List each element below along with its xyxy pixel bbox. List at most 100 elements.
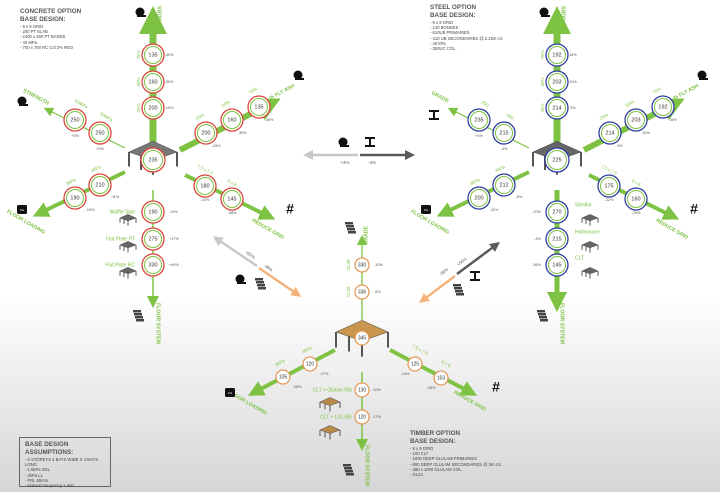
node-ring <box>545 70 569 94</box>
node-ring <box>545 253 569 277</box>
node-ring <box>140 147 166 173</box>
grid-icon: # <box>286 201 294 217</box>
option-label: 6 x 6 <box>631 178 642 187</box>
node-ring <box>354 382 370 398</box>
option-label: 50% <box>625 99 635 108</box>
node-ring <box>141 200 165 224</box>
node-value: 120 <box>358 414 367 420</box>
note-line: - FRL 60mm <box>25 477 49 483</box>
node-value: 145 <box>227 196 236 202</box>
mixer-base <box>19 104 28 106</box>
option-label: 3kPa <box>469 177 481 186</box>
option-label: 4kPa <box>90 164 102 173</box>
node-value: 120 <box>306 361 315 367</box>
option-label: CLT <box>575 255 584 261</box>
steel-beam-icon <box>365 137 375 147</box>
node-value: 160 <box>631 196 640 202</box>
note-line: - Natural Frequency > 4Hz <box>25 483 75 489</box>
option-label: 75% <box>136 50 141 59</box>
note-line: - 610UB PRIMARIES <box>430 30 470 36</box>
floor-system-icon <box>540 319 548 322</box>
grid-icon: # <box>492 379 500 395</box>
node-ring <box>651 95 675 119</box>
note-line: - 6 STOREYS 4 BAYS WIDE X 4 BAYS LONG <box>25 457 99 468</box>
percent-change: -15% <box>165 106 174 110</box>
node-ring <box>247 95 271 119</box>
timber-floor-pavilion-icon <box>319 425 341 434</box>
node-ring <box>354 284 370 300</box>
node-value: 214 <box>605 130 614 136</box>
option-label: 7.5 x 7.5 <box>196 163 214 176</box>
floor-system-icon <box>134 313 142 316</box>
node-value: 135 <box>148 52 157 58</box>
option-label: 3kPa <box>65 177 77 186</box>
percent-change: 10% <box>569 80 577 84</box>
branch-title: REDUCE GRID <box>655 218 690 241</box>
concrete-base-design: CONCRETE OPTION BASE DESIGN: - 9 x 9 GRI… <box>20 8 81 50</box>
note-line: - 350UC COL. <box>430 46 457 52</box>
grid-icon: # <box>690 201 698 217</box>
node-ring <box>220 187 244 211</box>
node-value: 130 <box>358 387 367 393</box>
concrete-mixer-icon <box>697 70 707 80</box>
node-value: 215 <box>552 236 561 242</box>
option-label: 50% <box>136 77 141 86</box>
node-ring <box>624 187 648 211</box>
percent-change: -20% <box>532 210 541 214</box>
node-inner-ring <box>250 98 268 116</box>
note-line: - 700 x 700 RC Col 2% REO <box>20 44 74 50</box>
floor-system-icon <box>539 316 547 319</box>
node-ring <box>467 186 491 210</box>
node-value: 190 <box>70 195 79 201</box>
node-value: 180 <box>200 183 209 189</box>
percent-change: -30% <box>165 80 174 84</box>
concrete-title: CONCRETE OPTION <box>20 8 82 15</box>
node-ring <box>193 174 217 198</box>
steel-subtitle: BASE DESIGN: <box>430 12 476 19</box>
note-line: - 1.5kPa SDL <box>25 467 50 473</box>
node-value: 235 <box>148 157 157 163</box>
node-value: 235 <box>474 117 483 123</box>
option-label: 350 <box>506 113 515 121</box>
node-ring <box>141 96 165 120</box>
label: -38% <box>263 263 274 273</box>
option-label: 75% <box>540 50 545 59</box>
timber-stack-icon <box>453 284 461 287</box>
branch-title: FLOOR SYSTEM <box>559 303 565 344</box>
node-ring <box>63 108 87 132</box>
node-inner-ring <box>144 256 162 274</box>
percent-change: -17% <box>320 372 329 376</box>
node-value: 250 <box>95 130 104 136</box>
label: -4% <box>368 160 376 165</box>
option-label: 3kPa <box>274 358 286 367</box>
percent-change: -4% <box>501 147 508 151</box>
concrete-mixer-icon <box>135 7 145 17</box>
option-label: Waffle Slab <box>110 209 136 215</box>
mixer-base <box>237 282 246 284</box>
node-inner-ring <box>144 230 162 248</box>
timber-stack-icon <box>347 228 355 231</box>
percent-change: -4% <box>534 237 541 241</box>
node-inner-ring <box>627 190 645 208</box>
note-line: - 9 x 9 GRID <box>20 24 44 29</box>
node-value: 275 <box>148 236 157 242</box>
node-ring <box>544 147 570 173</box>
node-value: 330 <box>358 262 367 268</box>
node-ring <box>354 330 370 346</box>
node-ring <box>354 409 370 425</box>
branch-title: REDUCE GRID <box>453 390 488 413</box>
node-value: 103 <box>437 375 446 381</box>
option-label: GL28 <box>346 286 351 298</box>
label: +55% <box>456 256 468 267</box>
node-inner-ring <box>600 177 618 195</box>
concrete-subtitle: BASE DESIGN: <box>20 16 66 23</box>
option-label: 50% <box>540 77 545 86</box>
branch-title: FLOOR SYSTEM <box>364 445 370 486</box>
node-inner-ring <box>223 190 241 208</box>
percent-change: 5% <box>617 144 623 148</box>
node-inner-ring <box>143 150 163 170</box>
node-inner-ring <box>601 124 619 142</box>
timber-stack-icon <box>455 290 463 293</box>
node-value: 200 <box>474 195 483 201</box>
weight-label: KG <box>228 391 233 395</box>
